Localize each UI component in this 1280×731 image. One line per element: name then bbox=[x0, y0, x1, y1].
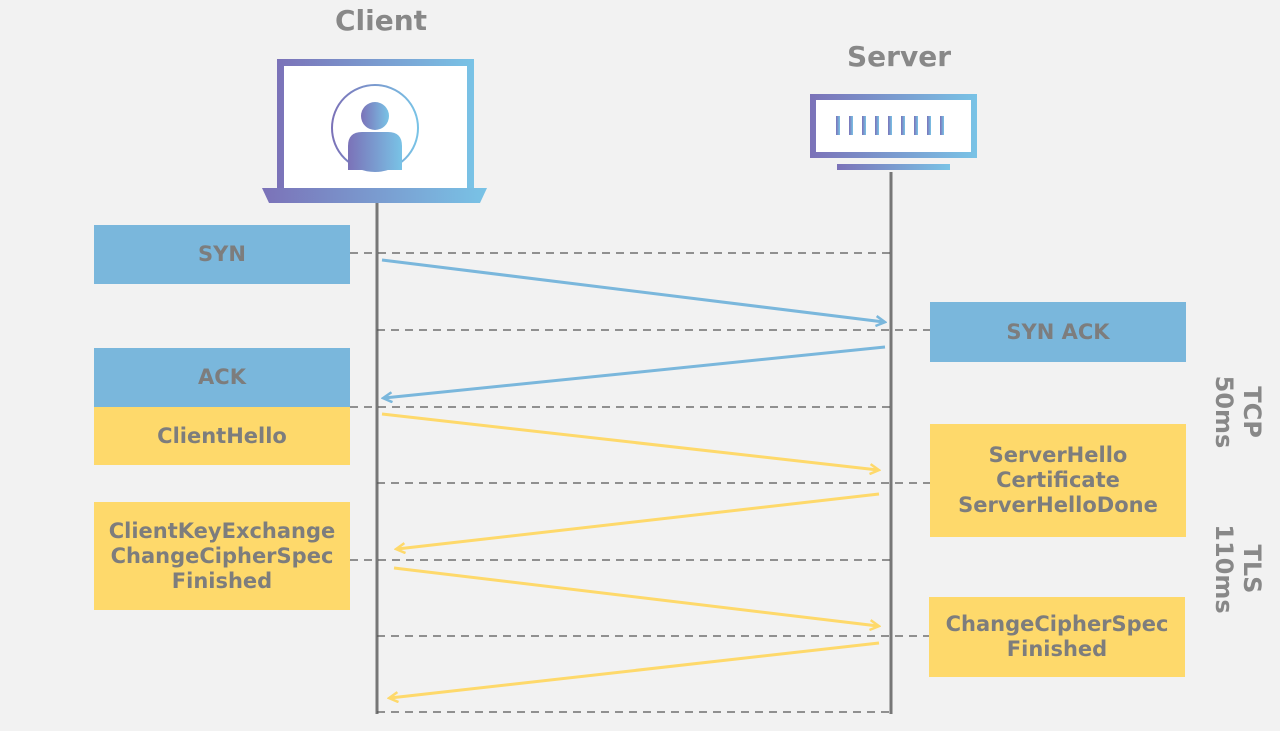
arrow-client-hello bbox=[381, 412, 878, 470]
tcp-label: TCP bbox=[1238, 386, 1266, 438]
server-hello-box: ServerHello Certificate ServerHelloDone bbox=[930, 424, 1186, 537]
server-hello-line: ServerHello bbox=[988, 443, 1128, 467]
arrow-server-finish bbox=[390, 641, 880, 698]
tls-label: TLS bbox=[1238, 544, 1266, 594]
server-hello-done-line: ServerHelloDone bbox=[958, 493, 1158, 517]
tls-duration: 110ms bbox=[1210, 524, 1238, 614]
syn-ack-label: SYN ACK bbox=[1006, 319, 1110, 344]
client-hello-label: ClientHello bbox=[157, 423, 287, 448]
client-key-exchange-line: ClientKeyExchange bbox=[108, 518, 336, 543]
server-title: Server bbox=[847, 40, 952, 73]
client-hello-box: ClientHello bbox=[94, 407, 350, 465]
arrow-syn bbox=[381, 258, 884, 322]
arrow-syn-ack bbox=[384, 345, 886, 398]
tcp-duration: 50ms bbox=[1210, 375, 1238, 449]
syn-ack-box: SYN ACK bbox=[930, 302, 1186, 362]
finished-line: Finished bbox=[171, 568, 273, 593]
laptop-user-icon bbox=[262, 59, 487, 203]
server-finish-box: ChangeCipherSpec Finished bbox=[929, 597, 1185, 677]
change-cipher-spec-line: ChangeCipherSpec bbox=[110, 543, 334, 568]
certificate-line: Certificate bbox=[996, 468, 1120, 492]
server-finished-line: Finished bbox=[1006, 637, 1108, 661]
client-title: Client bbox=[335, 4, 428, 37]
dashed-separators bbox=[350, 252, 930, 713]
ack-box: ACK bbox=[94, 348, 350, 407]
arrow-client-key bbox=[393, 566, 878, 626]
syn-box: SYN bbox=[94, 225, 350, 284]
arrow-server-hello bbox=[397, 492, 880, 549]
tls-phase-label: TLS 110ms bbox=[1206, 512, 1266, 626]
client-key-box: ClientKeyExchange ChangeCipherSpec Finis… bbox=[94, 502, 350, 610]
syn-label: SYN bbox=[198, 242, 246, 266]
server-change-cipher-spec-line: ChangeCipherSpec bbox=[945, 612, 1169, 636]
ack-label: ACK bbox=[198, 365, 246, 389]
tcp-phase-label: TCP 50ms bbox=[1206, 362, 1266, 462]
server-icon bbox=[810, 94, 977, 170]
